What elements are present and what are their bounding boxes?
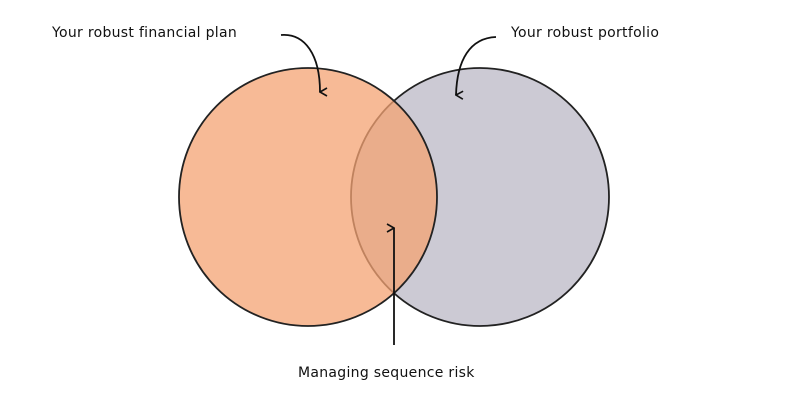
financial-plan-arrow <box>280 34 320 92</box>
portfolio-arrow <box>456 36 497 95</box>
portfolio-label: Your robust portfolio <box>510 25 659 41</box>
financial-plan-circle <box>178 67 438 327</box>
intersection-label: Managing sequence risk <box>298 365 475 381</box>
financial-plan-label: Your robust financial plan <box>51 25 237 41</box>
